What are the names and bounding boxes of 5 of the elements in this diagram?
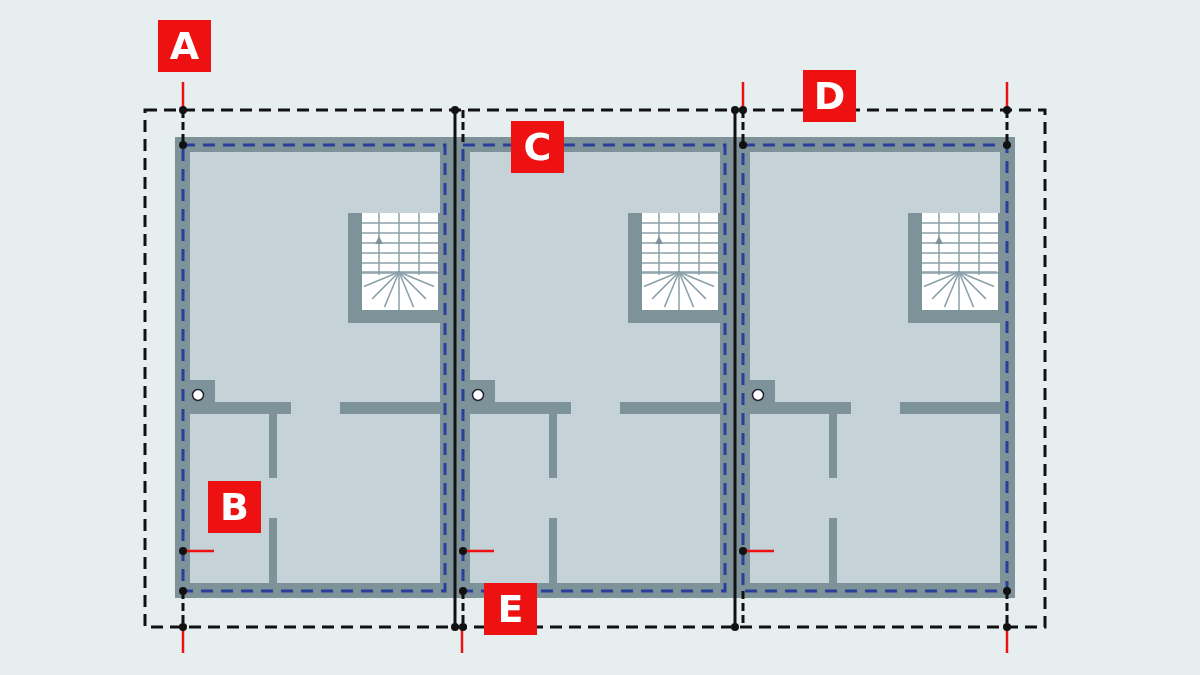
callout-letter: D xyxy=(803,70,856,122)
callout-letter: C xyxy=(511,121,564,173)
callout-letter: A xyxy=(158,20,211,72)
callout-letter: B xyxy=(208,481,261,533)
callout-letter: E xyxy=(484,583,537,635)
